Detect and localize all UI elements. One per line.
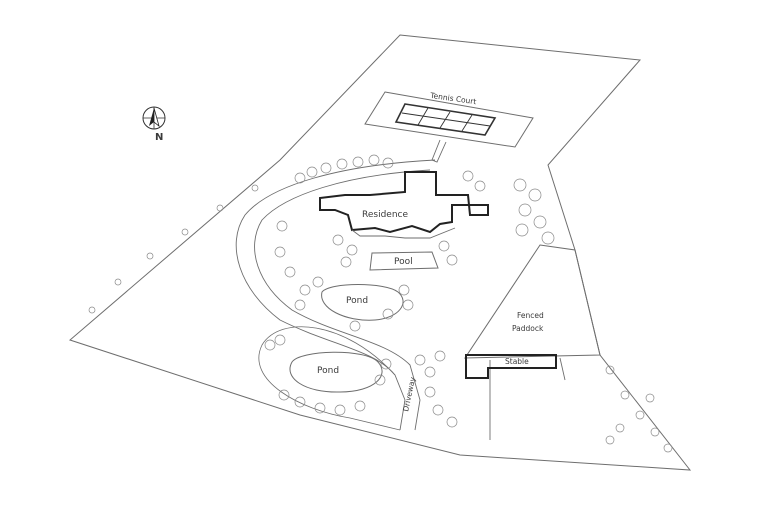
pool-label: Pool: [394, 257, 413, 267]
pond-upper: Pond: [321, 284, 404, 321]
court-path: [431, 139, 447, 163]
residence-label: Residence: [362, 210, 408, 220]
pond-upper-label: Pond: [346, 296, 368, 306]
tennis-court: Tennis Court: [364, 91, 534, 148]
residence: Residence: [319, 171, 489, 239]
north-arrow-icon: N: [142, 106, 166, 143]
north-label: N: [155, 132, 163, 143]
paddock-label-line2: Paddock: [512, 324, 544, 333]
fenced-paddock: Fenced Paddock: [464, 244, 601, 440]
tree-clusters: [88, 154, 673, 453]
pond-lower-label: Pond: [317, 366, 339, 376]
pond-lower: Pond: [289, 351, 383, 393]
pool: Pool: [369, 251, 439, 271]
stable: Stable: [465, 354, 557, 379]
paddock-label-line1: Fenced: [517, 311, 544, 320]
driveway-label: Driveway: [401, 376, 417, 413]
property-boundary: [68, 34, 692, 471]
stable-label: Stable: [505, 357, 529, 366]
